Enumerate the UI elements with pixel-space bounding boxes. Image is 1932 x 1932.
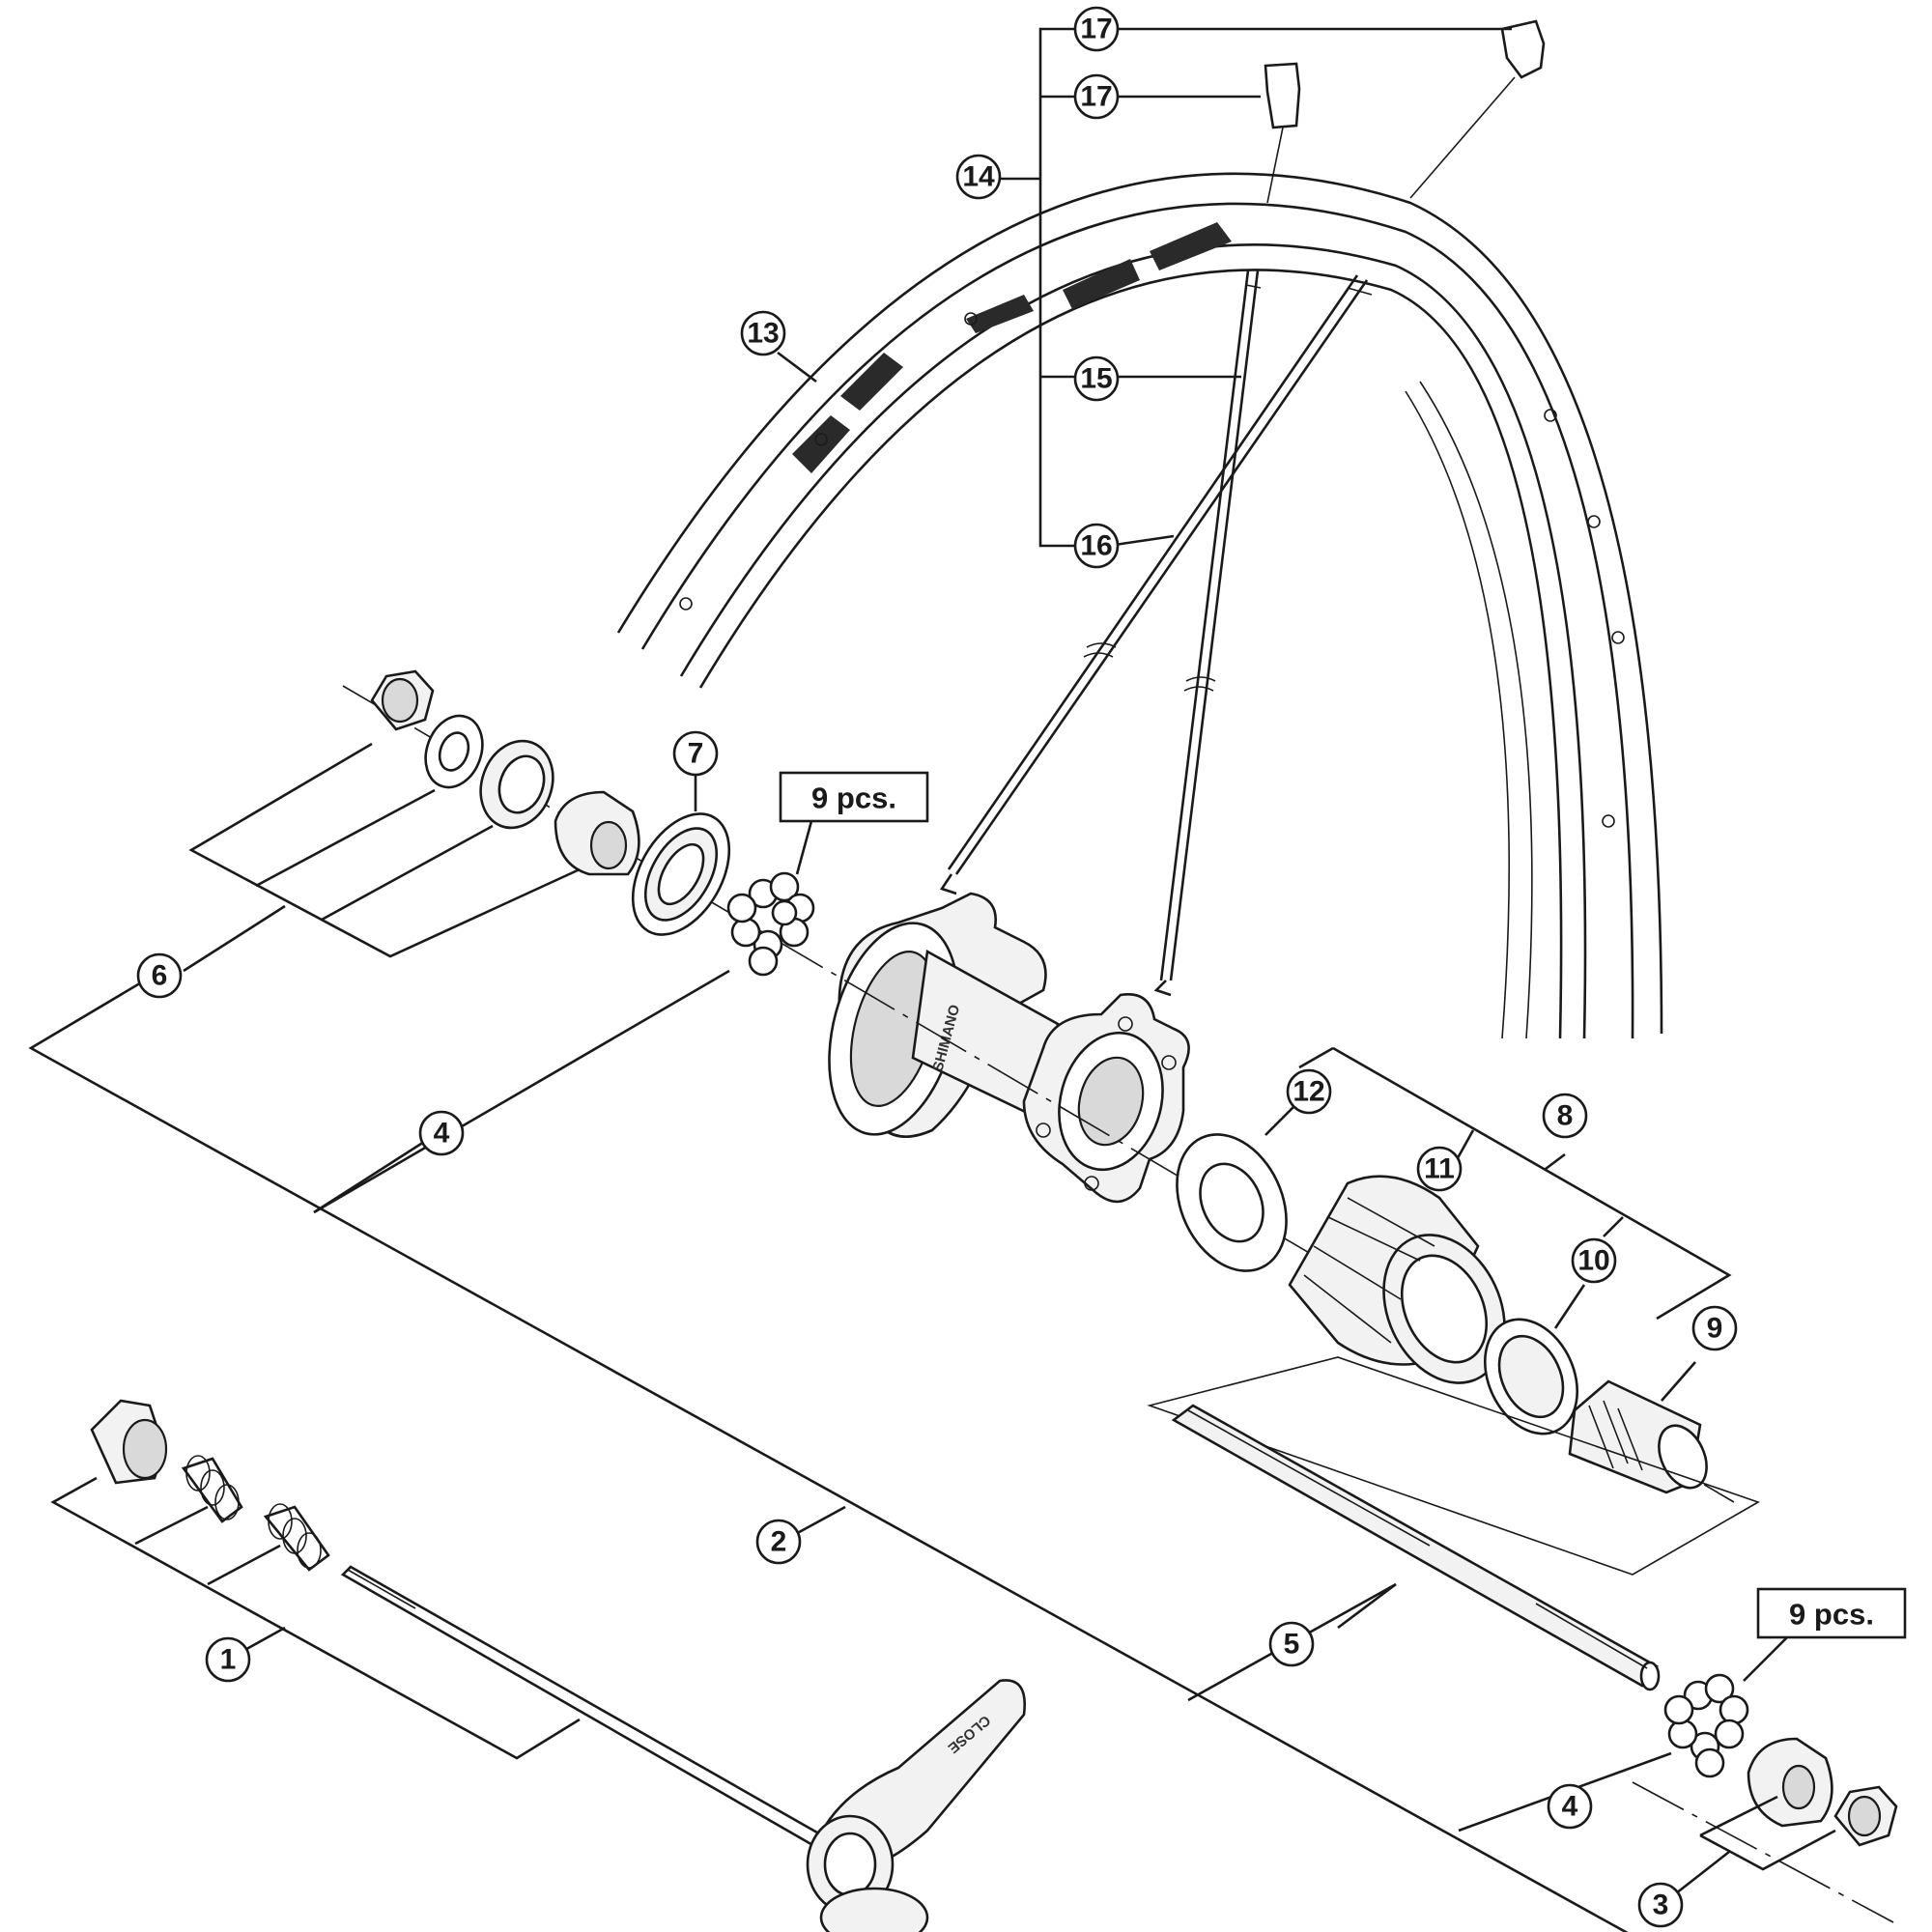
callout-11: 11 — [1416, 1146, 1463, 1192]
nipple-long — [1409, 19, 1546, 199]
cone-right — [1747, 1737, 1833, 1828]
locknut-left — [370, 669, 435, 731]
dust-cap-left — [631, 812, 731, 936]
svg-text:10: 10 — [1577, 1245, 1609, 1277]
callout-12: 12 — [1286, 1068, 1332, 1115]
qr-spring-left — [181, 1455, 243, 1523]
callout-6: 6 — [136, 952, 183, 999]
qr-skewer — [340, 1565, 834, 1852]
svg-text:6: 6 — [152, 960, 168, 992]
callout-13: 13 — [740, 310, 786, 356]
svg-text:5: 5 — [1284, 1629, 1300, 1661]
svg-text:9: 9 — [1707, 1313, 1723, 1345]
callout-17-top: 17 — [1073, 6, 1120, 52]
svg-text:13: 13 — [747, 318, 779, 350]
callout-16: 16 — [1073, 523, 1120, 569]
svg-text:17: 17 — [1080, 81, 1112, 113]
svg-text:17: 17 — [1080, 14, 1112, 45]
note-balls-left: 9 pcs. — [779, 771, 929, 823]
svg-text:9 pcs.: 9 pcs. — [811, 781, 896, 815]
svg-text:16: 16 — [1080, 530, 1112, 562]
callout-4-left: 4 — [418, 1110, 465, 1156]
svg-text:11: 11 — [1424, 1153, 1455, 1185]
svg-text:14: 14 — [962, 161, 995, 193]
callout-4-right: 4 — [1547, 1783, 1593, 1830]
svg-text:7: 7 — [688, 738, 704, 770]
svg-text:3: 3 — [1653, 1889, 1669, 1921]
rim-decal — [792, 415, 850, 473]
svg-text:15: 15 — [1080, 363, 1112, 395]
svg-text:9 pcs.: 9 pcs. — [1789, 1598, 1874, 1632]
callout-8: 8 — [1542, 1093, 1588, 1139]
spacer-washer — [1176, 1133, 1288, 1272]
svg-text:12: 12 — [1293, 1076, 1324, 1108]
callout-3: 3 — [1637, 1882, 1684, 1928]
nipple-short — [1264, 62, 1301, 204]
hub-axle — [1171, 1404, 1661, 1691]
svg-text:4: 4 — [434, 1118, 450, 1150]
cone-left — [554, 790, 640, 876]
qr-lever: CLOSE — [806, 1679, 1027, 1932]
svg-text:8: 8 — [1557, 1100, 1574, 1132]
qr-spring-right — [263, 1503, 330, 1572]
spacer-left — [479, 739, 554, 830]
washer-left — [424, 714, 484, 789]
svg-text:2: 2 — [771, 1526, 787, 1558]
callout-15: 15 — [1073, 355, 1120, 402]
callout-9: 9 — [1691, 1305, 1738, 1351]
spokes — [939, 270, 1373, 997]
locknut-right — [1833, 1785, 1898, 1847]
svg-text:4: 4 — [1562, 1791, 1578, 1823]
bolt-frame — [1147, 1356, 1760, 1576]
ball-bearings-left — [726, 871, 815, 977]
callout-2: 2 — [755, 1519, 802, 1565]
callout-10: 10 — [1571, 1237, 1617, 1284]
callout-17-second: 17 — [1073, 73, 1120, 120]
freehub-bolt — [1568, 1379, 1708, 1494]
note-balls-right: 9 pcs. — [1756, 1587, 1907, 1639]
callout-14: 14 — [955, 154, 1002, 200]
svg-text:1: 1 — [220, 1644, 237, 1676]
callout-1: 1 — [205, 1636, 251, 1683]
freehub-washer — [1483, 1318, 1579, 1435]
hub-body: SHIMANO — [828, 892, 1190, 1204]
callout-5: 5 — [1268, 1621, 1315, 1667]
freehub-body — [1288, 1175, 1506, 1384]
qr-nut — [90, 1399, 168, 1485]
ball-bearings-right — [1663, 1673, 1749, 1778]
rim — [616, 172, 1663, 1039]
callout-7: 7 — [672, 730, 719, 777]
